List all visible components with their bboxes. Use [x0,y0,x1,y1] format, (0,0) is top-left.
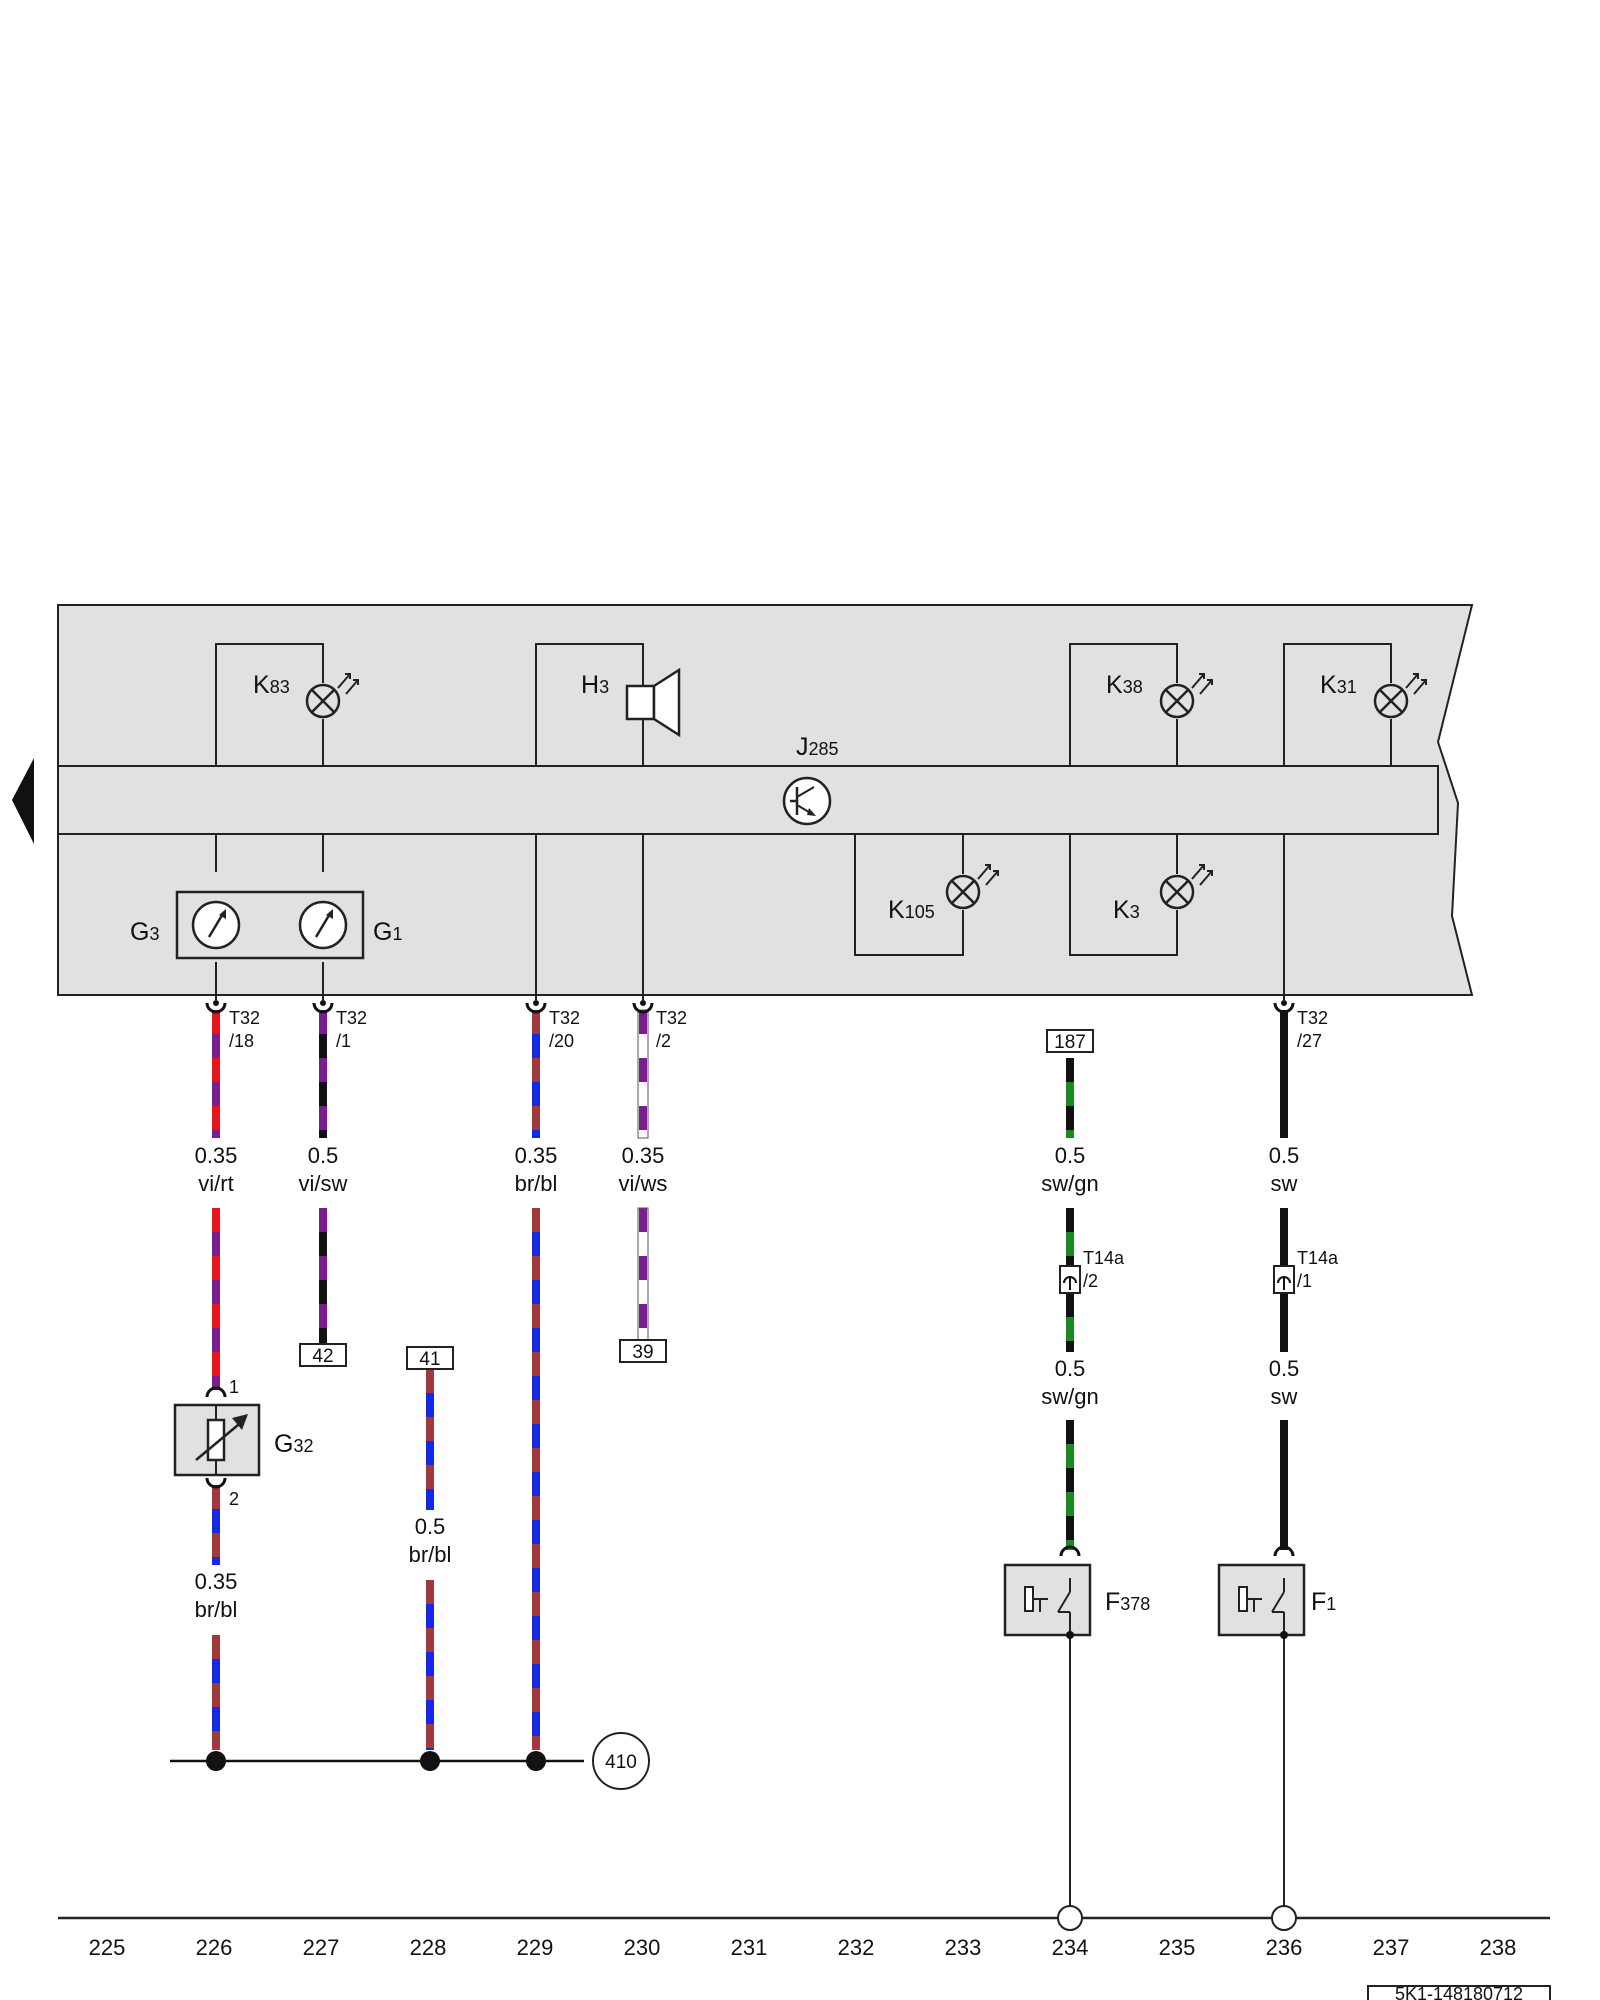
document-id: 5K1-148180712 [1367,1984,1551,2000]
lamp-k38-icon [1159,673,1213,719]
track-terminal-234 [1057,1905,1083,1931]
reference-box-39[interactable]: 39 [619,1339,667,1363]
connector-label-g32-pin1: 1 [229,1377,239,1397]
current-track-numbers: 225 226 227 228 229 230 231 232 233 234 235 236 237 2… [89,1935,1517,1960]
label-g1: G1 [373,918,402,946]
svg-text:39: 39 [632,1342,653,1363]
connector-t32-2-icon [632,1002,654,1014]
connector-g32-pin2-icon [205,1477,227,1489]
connector-label-t32-1: T32/1 [336,1008,367,1051]
label-k83: K83 [253,671,290,699]
svg-text:41: 41 [419,1349,440,1370]
track-number: 233 [945,1935,982,1960]
label-f1: F1 [1311,1588,1336,1616]
lamp-k105-icon [945,864,999,910]
lamp-k83-icon [305,673,359,719]
track-number: 235 [1159,1935,1196,1960]
track-number: 228 [410,1935,447,1960]
connector-label-t32-18: T32/18 [229,1008,260,1051]
wire-segments [212,1009,1288,1750]
connector-t14a-1-icon [1273,1265,1295,1294]
previous-page-arrow[interactable] [12,758,34,844]
svg-text:5K1-148180712: 5K1-148180712 [1395,1984,1523,2000]
label-f378: F378 [1105,1588,1150,1616]
svg-text:42: 42 [312,1346,333,1367]
connector-label-t32-2: T32/2 [656,1008,687,1051]
label-j285: J285 [796,733,839,761]
connector-t32-20-icon [525,1002,547,1014]
reference-box-42[interactable]: 42 [299,1343,347,1367]
connector-t32-18-icon [205,1002,227,1014]
track-number: 232 [838,1935,875,1960]
track-number: 238 [1480,1935,1517,1960]
connector-label-t32-20: T32/20 [549,1008,580,1051]
reference-box-187[interactable]: 187 [1046,1029,1094,1053]
connector-g32-pin1-icon [205,1386,227,1398]
connector-label-t14a-1: T14a/1 [1297,1248,1339,1291]
track-number: 236 [1266,1935,1303,1960]
gauge-g3-icon [191,900,241,950]
track-number: 227 [303,1935,340,1960]
ground-point-410[interactable]: 410 [592,1732,650,1790]
connector-t32-1-icon [312,1002,334,1014]
track-number: 234 [1052,1935,1089,1960]
connector-label-g32-pin2: 2 [229,1489,239,1509]
connector-t14a-2-icon [1059,1265,1081,1294]
connector-f1-icon [1273,1545,1295,1557]
sensor-g32-icon [173,1403,261,1477]
label-k31: K31 [1320,671,1357,699]
lamp-k31-icon [1373,673,1427,719]
switch-f1-icon [1217,1563,1306,1637]
label-g32: G32 [274,1430,313,1458]
svg-text:410: 410 [605,1752,637,1773]
track-number: 229 [517,1935,554,1960]
label-k3: K3 [1113,896,1140,924]
connector-label-t32-27: T32/27 [1297,1008,1328,1051]
label-k38: K38 [1106,671,1143,699]
track-number: 226 [196,1935,233,1960]
track-number: 225 [89,1935,126,1960]
connector-t32-27-icon [1273,1002,1295,1014]
connector-label-t14a-2: T14a/2 [1083,1248,1125,1291]
connector-f378-icon [1059,1545,1081,1557]
label-k105: K105 [888,896,935,924]
switch-f378-icon [1003,1563,1092,1637]
reference-box-41[interactable]: 41 [406,1346,454,1370]
track-number: 230 [624,1935,661,1960]
svg-text:187: 187 [1054,1032,1086,1053]
label-h3: H3 [581,671,609,699]
control-unit-j285-icon [782,776,832,826]
label-g3: G3 [130,918,159,946]
track-number: 231 [731,1935,768,1960]
gauge-g1-icon [298,900,348,950]
buzzer-h3-icon [625,667,681,738]
lamp-k3-icon [1159,864,1213,910]
control-unit-j285-bar [57,765,1439,835]
track-terminal-236 [1271,1905,1297,1931]
track-number: 237 [1373,1935,1410,1960]
